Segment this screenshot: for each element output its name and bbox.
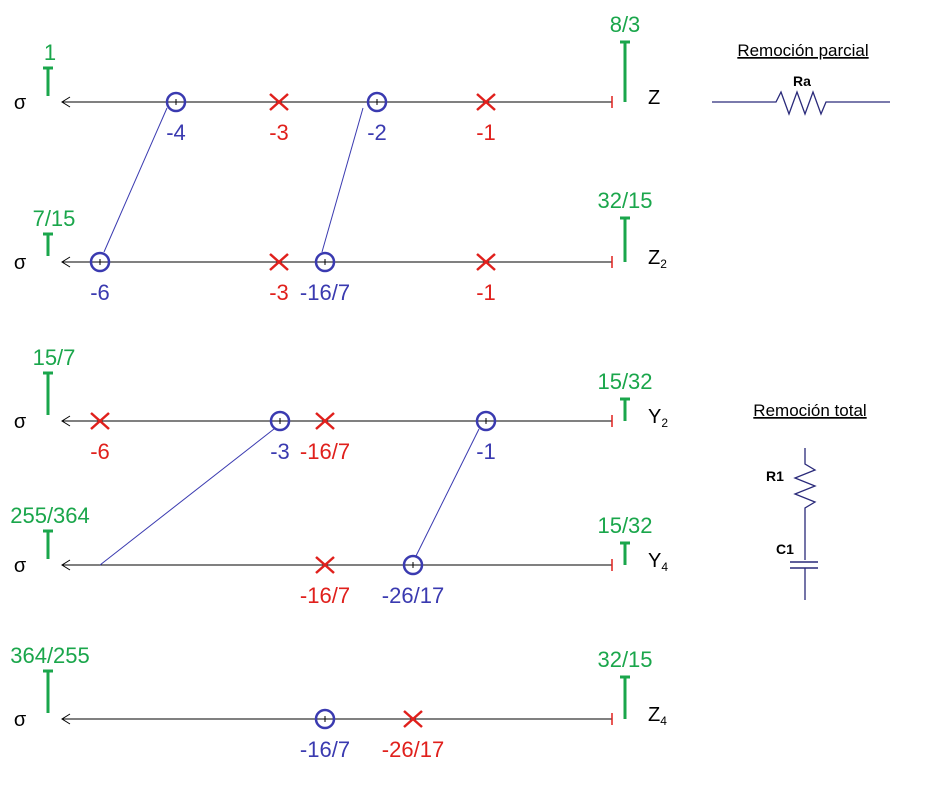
zero-label: -3 — [270, 439, 290, 464]
axis-arrowhead — [61, 415, 71, 427]
transfer-link — [99, 428, 275, 566]
transfer-link — [415, 428, 480, 557]
right-residue-value: 32/15 — [597, 188, 652, 213]
axis-arrowhead — [61, 256, 71, 268]
rows-layer: σ18/3Z-3-1-4-2σ7/1532/15Z2-3-1-6-16/7σ15… — [10, 12, 668, 762]
function-main: Z — [648, 247, 660, 269]
pole-marker — [315, 556, 335, 574]
pole-label: -16/7 — [300, 583, 350, 608]
zero-marker — [314, 708, 336, 730]
pole-marker — [269, 253, 289, 271]
left-residue-value: 15/7 — [33, 345, 76, 370]
sigma-label: σ — [14, 252, 27, 274]
links-layer — [99, 107, 480, 566]
zero-label: -16/7 — [300, 737, 350, 762]
zero-label: -1 — [476, 439, 496, 464]
function-label: Y4 — [648, 550, 668, 574]
function-main: Z — [648, 704, 660, 726]
resistor-r1-label: R1 — [766, 468, 784, 484]
function-label: Z4 — [648, 704, 667, 728]
zero-label: -26/17 — [382, 583, 444, 608]
resistor-ra-label: Ra — [793, 73, 811, 89]
total-removal-title: Remoción total — [753, 401, 866, 420]
function-main: Z — [648, 87, 660, 109]
zero-marker — [314, 251, 336, 273]
function-subscript: 4 — [660, 714, 667, 728]
zero-label: -2 — [367, 120, 387, 145]
pole-marker — [476, 253, 496, 271]
zero-label: -16/7 — [300, 280, 350, 305]
sigma-label: σ — [14, 411, 27, 433]
pole-label: -16/7 — [300, 439, 350, 464]
sigma-label: σ — [14, 709, 27, 731]
partial-removal-title: Remoción parcial — [737, 41, 868, 60]
capacitor-c1-label: C1 — [776, 541, 794, 557]
partial-removal-panel: Remoción parcial Ra — [712, 41, 890, 116]
right-residue-value: 32/15 — [597, 647, 652, 672]
axis-arrowhead — [61, 96, 71, 108]
pole-marker — [403, 710, 423, 728]
transfer-link — [103, 107, 168, 253]
function-subscript: 2 — [660, 257, 667, 271]
pz-row: σ 1 8/3Z -3 -1 -4 -2 — [14, 12, 660, 145]
function-subscript: 4 — [661, 560, 668, 574]
function-subscript: 2 — [661, 416, 668, 430]
axis-arrowhead — [61, 713, 71, 725]
function-label: Z — [648, 87, 660, 109]
zero-label: -4 — [166, 120, 186, 145]
pole-marker — [315, 412, 335, 430]
transfer-link — [321, 107, 364, 253]
total-removal-panel: Remoción total R1 C1 — [753, 401, 867, 600]
sigma-label: σ — [14, 555, 27, 577]
pole-label: -3 — [269, 280, 289, 305]
function-main: Y — [648, 550, 661, 572]
axis-arrowhead — [61, 559, 71, 571]
right-residue-value: 8/3 — [610, 12, 641, 37]
pole-label: -3 — [269, 120, 289, 145]
resistor-r1-symbol — [793, 448, 817, 560]
zero-marker — [366, 91, 388, 113]
pole-label: -26/17 — [382, 737, 444, 762]
zero-label: -6 — [90, 280, 110, 305]
resistor-ra-symbol — [712, 90, 890, 116]
left-residue-value: 364/255 — [10, 643, 90, 668]
left-residue-value: 255/364 — [10, 503, 90, 528]
pole-marker — [476, 93, 496, 111]
right-residue-value: 15/32 — [597, 513, 652, 538]
function-label: Y2 — [648, 406, 668, 430]
pole-marker — [90, 412, 110, 430]
pole-label: -1 — [476, 280, 496, 305]
zero-marker — [269, 410, 291, 432]
right-residue-value: 15/32 — [597, 369, 652, 394]
function-main: Y — [648, 406, 661, 428]
function-label: Z2 — [648, 247, 667, 271]
pole-label: -6 — [90, 439, 110, 464]
left-residue-value: 1 — [44, 40, 56, 65]
pole-label: -1 — [476, 120, 496, 145]
sigma-label: σ — [14, 92, 27, 114]
zero-marker — [165, 91, 187, 113]
left-residue-value: 7/15 — [33, 206, 76, 231]
pole-marker — [269, 93, 289, 111]
zero-marker — [89, 251, 111, 273]
zero-marker — [475, 410, 497, 432]
zero-marker — [402, 554, 424, 576]
